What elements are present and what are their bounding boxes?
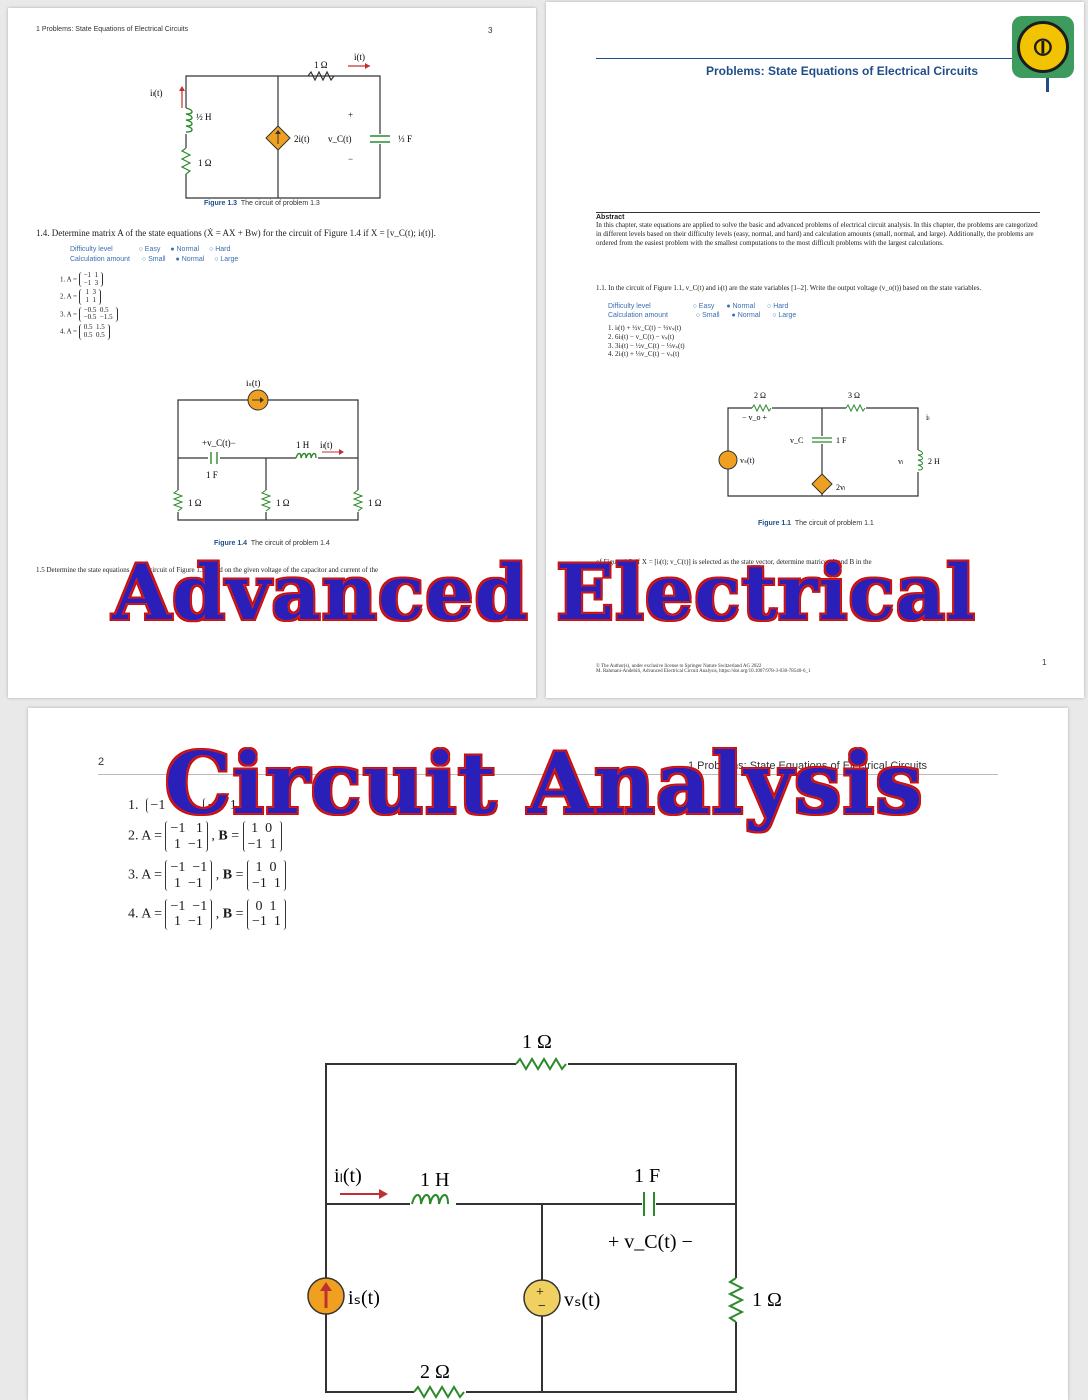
copyright-line: © The Author(s), under exclusive license… [596,664,762,669]
fig13-r-left-label: 1 Ω [198,158,212,168]
fig12-vc-label: + v_C(t) − [608,1231,693,1253]
answer-option: 3. A = −1 −1 1 −1 , B = 1 0−1 1 [128,860,286,892]
fig14-r2-label: 1 Ω [276,498,290,508]
answer-option: 1. A = −1 1−1 3 [60,271,118,288]
fig14-is-label: iₛ(t) [246,380,260,388]
fig12-r-bottom-label: 2 Ω [420,1361,450,1383]
fig11-caption: Figure 1.1 The circuit of problem 1.1 [758,520,874,527]
fig14-iL-label: iₗ(t) [320,440,333,450]
page-number: 2 [98,756,105,768]
fig13-r-top-label: 1 Ω [314,60,328,70]
fig11-C-label: 1 F [836,436,847,445]
abstract-box: Abstract In this chapter, state equation… [596,212,1040,248]
answer-option: 2. A = 1 3 1 1 [60,289,118,305]
fig11-vc-label: v_C [790,436,803,445]
fig12-L-label: 1 H [420,1169,449,1191]
fig13-C-label: ⅓ F [398,134,412,144]
book-page-3: 1 Problems: State Equations of Electrica… [8,8,536,698]
doi-line: M. Rahmani-Andebili, Advanced Electrical… [596,669,811,674]
fig14-r1-label: 1 Ω [188,498,202,508]
answer-option: 3. 3iₗ(t) − ½v_C(t) − ⅓vₛ(t) [608,341,685,350]
fig11-vl-label: vₗ [898,457,903,466]
fig11-L-label: 2 H [928,457,940,466]
fig13-caption: Figure 1.3 The circuit of problem 1.3 [204,200,320,207]
answer-option: 1. iₗ(t) + ½v_C(t) − ⅓vₛ(t) [608,324,682,332]
fig12-r-right-label: 1 Ω [752,1289,782,1311]
fig11-vs-label: vₛ(t) [740,456,755,465]
answers-1-2: 1. −1 −1 , −1 1 2. A = −1 1 1 −1 , B = 1… [128,798,286,930]
answer-option: 1. −1 −1 , −1 1 [128,798,286,814]
fig11-r2-label: 3 Ω [848,391,860,400]
calc-amount-row: Calculation amount ○ Small ● Normal ○ La… [608,312,797,319]
question-1-1: 1.1. In the circuit of Figure 1.1, v_C(t… [596,284,982,292]
figure-1-1-circuit: 2 Ω − v_o + 3 Ω vₛ(t) 1 F v_C 2vₗ 2 H vₗ… [718,391,940,497]
fig12-vs-label: vₛ(t) [564,1289,600,1311]
figure-1-3-circuit: 1 Ω i(t) ½ H iₗ(t) 1 Ω 2i(t) ⅓ F v_C(t) … [150,52,412,199]
chapter-title: Problems: State Equations of Electrical … [706,64,979,78]
fig13-i-label: i(t) [354,52,365,62]
question-1-5-fragment: 1.5 Determine the state equations of the… [36,566,379,574]
answer-option: 2. A = −1 1 1 −1 , B = 1 0−1 1 [128,821,286,853]
difficulty-row: Difficulty level ○ Easy ● Normal ○ Hard [70,246,231,253]
coin-logo-icon[interactable]: ⦶ [1012,16,1074,78]
fig14-C-label: 1 F [206,470,218,480]
answers-1-1: 1. iₗ(t) + ½v_C(t) − ⅓vₛ(t) 2. 6iₗ(t) − … [608,324,685,359]
fig14-vc-label: +v_C(t)− [202,438,236,448]
figure-1-4-circuit: iₛ(t) +v_C(t)− 1 F 1 H iₗ(t) 1 Ω 1 Ω 1 Ω [172,380,382,521]
fig11-dep-label: 2vₗ [836,483,845,492]
fig14-r3-label: 1 Ω [368,498,382,508]
running-header: 1 Problems: State Equations of Electrica… [36,26,189,33]
fig12-C-label: 1 F [634,1165,660,1187]
fig13-iL-label: iₗ(t) [150,88,163,98]
fig13-L-label: ½ H [196,112,212,122]
fig12-is-label: iₛ(t) [348,1287,380,1309]
page-number: 3 [488,26,493,35]
answer-option: 4. 2iₗ(t) + ⅓v_C(t) − vₛ(t) [608,350,680,359]
book-page-1: Problems: State Equations of Electrical … [546,2,1084,698]
fig14-L-label: 1 H [296,440,310,450]
fig14-caption: Figure 1.4 The circuit of problem 1.4 [214,540,330,547]
answer-option: 2. 6iₗ(t) − v_C(t) − vₛ(t) [608,332,675,341]
fig13-dep-source-label: 2i(t) [294,134,310,144]
answers-1-4: 1. A = −1 1−1 3 2. A = 1 3 1 1 3. A = −0… [60,270,118,342]
running-header: 1 Problems: State Equations of Electrica… [688,760,928,772]
fig11-il-label: iₗ [926,413,930,422]
fig12-iL-label: iₗ(t) [334,1165,362,1187]
fig11-r1-label: 2 Ω [754,391,766,400]
svg-text:+: + [348,110,353,120]
page-number: 1 [1042,658,1047,667]
figure-1-2-circuit: 1 Ω iₗ(t) 1 H 1 F + v_C(t) − iₛ(t) +− vₛ… [307,1031,782,1399]
fig12-r-top-label: 1 Ω [522,1031,552,1053]
answer-option: 4. A = −1 −1 1 −1 , B = 0 1−1 1 [128,899,286,930]
book-page-2: 2 1 Problems: State Equations of Electri… [28,708,1068,1400]
fig13-vc-label: v_C(t) [328,134,352,144]
svg-text:−: − [538,1299,546,1314]
difficulty-row: Difficulty level ○ Easy ● Normal ○ Hard [608,303,789,310]
calc-amount-row: Calculation amount ○ Small ● Normal ○ La… [70,256,239,263]
question-1-2-fragment: of Figure 1.2, if X = [iₗ(t); v_C(t)] is… [596,558,872,566]
svg-text:−: − [348,154,353,164]
svg-text:+: + [536,1285,544,1300]
fig11-vo-label: − v_o + [742,413,768,422]
question-1-4: 1.4. Determine matrix A of the state equ… [36,228,436,238]
answer-option: 3. A = −0.5 0.5−0.5 −1.5 [60,306,118,323]
